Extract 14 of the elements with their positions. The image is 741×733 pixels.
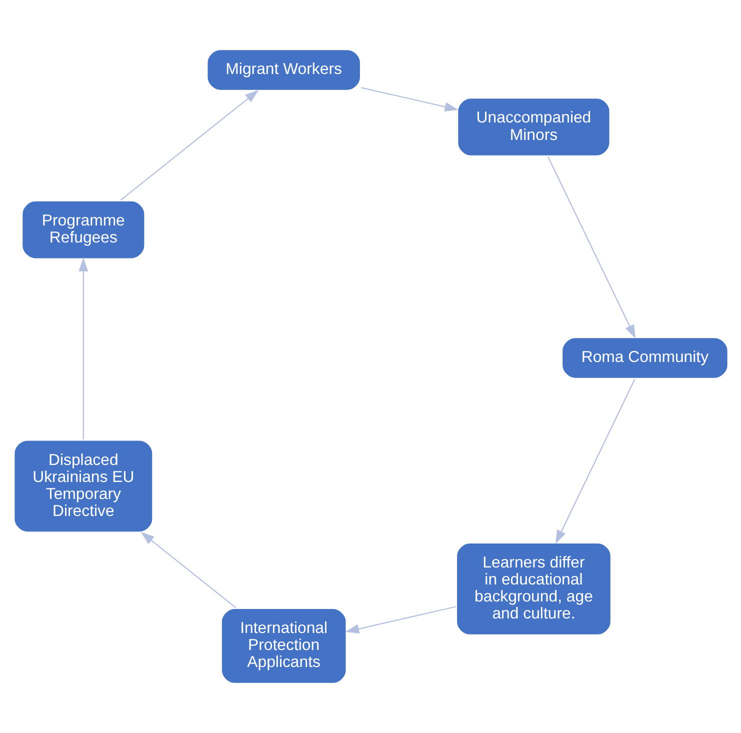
arrow [140,532,236,608]
node-box: International Protection Applicants [219,606,348,686]
arrow [120,90,258,201]
node-box: Migrant Workers [204,48,362,92]
node-box: Unaccompanied Minors [455,96,612,158]
arrow [360,87,458,112]
arrow [344,606,456,634]
node-box: Roma Community [560,336,730,380]
arrow [554,379,635,544]
node-box: Programme Refugees [20,199,146,260]
arrow [78,258,88,440]
arrow [547,156,636,338]
node-box: Learners differ in educational background, age and culture. [454,541,612,637]
node-box: Displaced Ukrainians EU Temporary Directive [12,438,154,534]
